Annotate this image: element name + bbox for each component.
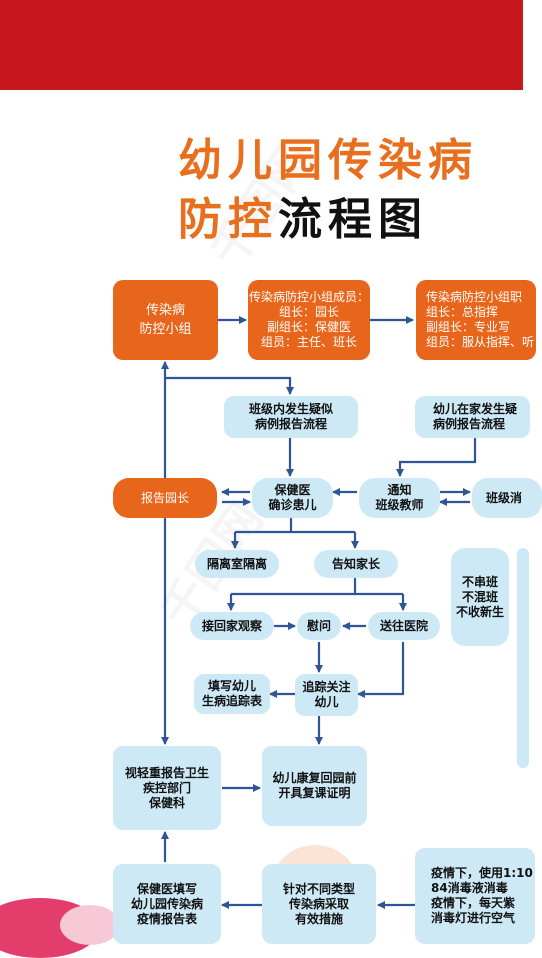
page-title-line1: 幼儿园传染病 — [178, 135, 478, 186]
node-console: 慰问 — [297, 612, 341, 640]
node-prevention-team: 传染病 防控小组 — [113, 280, 218, 360]
node-isolation-room: 隔离室隔离 — [195, 550, 279, 578]
node-report-cdc: 视轻重报告卫生 疾控部门 保健科 — [113, 746, 221, 830]
node-team-members: 传染病防控小组成员： 组长：园长 副组长：保健医 组员：主任、班长 — [248, 280, 370, 360]
node-at-home-report: 幼儿在家发生疑 病例报告流程 — [415, 396, 530, 438]
node-no-mixing: 不串班 不混班 不收新生 — [451, 548, 509, 646]
node-tracking-form: 填写幼儿 生病追踪表 — [194, 674, 270, 714]
node-return-certificate: 幼儿康复回园前 开具复课证明 — [262, 746, 367, 826]
node-fill-report: 保健医填写 幼儿园传染病 疫情报告表 — [113, 864, 221, 944]
node-send-hospital: 送往医院 — [368, 612, 440, 640]
node-take-home: 接回家观察 — [190, 612, 274, 640]
title-orange-part: 防控 — [178, 194, 278, 245]
node-team-duties: 传染病防控小组职 组长：总指挥 副组长：专业写 组员：服从指挥、听 — [416, 280, 536, 360]
node-disinfect-note: 疫情下，使用1:10 84消毒液消毒 疫情下，每天紫 消毒灯进行空气 — [415, 848, 535, 944]
decorative-circle — [60, 905, 120, 945]
node-side-column — [517, 548, 529, 768]
node-measures: 针对不同类型 传染病采取 有效措施 — [262, 864, 376, 944]
title-black-part: 流程图 — [278, 194, 428, 245]
node-in-class-report: 班级内发生疑似 病例报告流程 — [224, 396, 358, 438]
node-confirm-patient: 保健医 确诊患儿 — [252, 478, 333, 518]
node-class-disinfect: 班级消 — [472, 478, 542, 518]
node-report-director: 报告园长 — [113, 478, 217, 518]
node-notify-teacher: 通知 班级教师 — [359, 478, 440, 518]
top-red-banner — [0, 0, 523, 90]
node-inform-parents: 告知家长 — [314, 550, 398, 578]
page-title-line2: 防控流程图 — [178, 183, 428, 247]
flow-connectors — [161, 316, 477, 909]
node-follow-up: 追踪关注 幼儿 — [295, 674, 358, 716]
